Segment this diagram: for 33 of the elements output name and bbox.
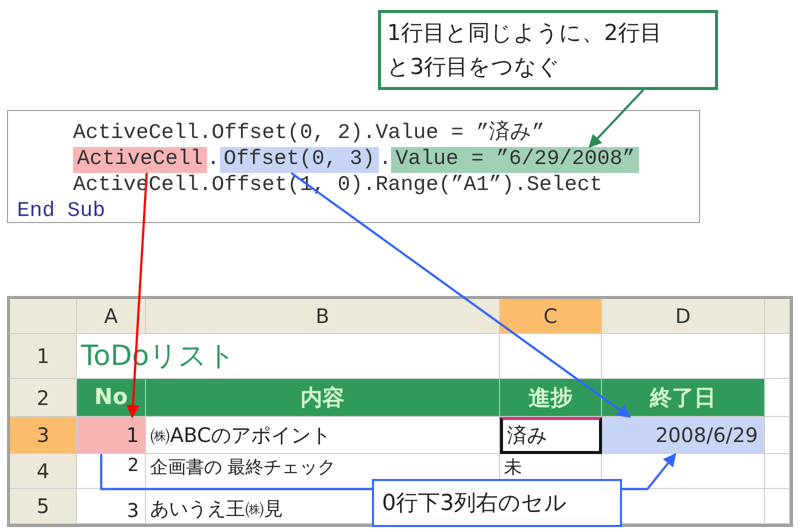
table-header-cell: 進捗 — [500, 379, 602, 417]
table-cell: 3 — [77, 489, 146, 524]
row-header: 2 — [10, 379, 77, 417]
code-line: End Sub — [17, 199, 106, 225]
arrow — [588, 89, 644, 148]
column-header: D — [602, 299, 765, 334]
arrow — [126, 172, 148, 418]
row-header: 3 — [10, 417, 77, 454]
highlighted-cell: 1 — [77, 417, 146, 454]
highlighted-code: Value = ”6/29/2008” — [391, 147, 639, 173]
table-header-cell: 内容 — [146, 379, 500, 417]
column-header: C — [500, 299, 602, 334]
row-header: 1 — [10, 334, 77, 379]
column-header: B — [146, 299, 500, 334]
highlighted-code: Offset(0, 3) — [220, 147, 379, 173]
code-line: ActiveCell.Offset(0, 2).Value = ”済み” — [73, 121, 544, 147]
table-header-cell: 終了日 — [602, 379, 765, 417]
table-cell: ㈱ABCのアポイント — [146, 417, 500, 454]
table-cell: 2 — [77, 454, 146, 489]
callout-box: 1行目と同じように、2行目と3行目をつなぐ — [378, 10, 718, 90]
row-header: 5 — [10, 489, 77, 524]
arrow — [622, 452, 676, 490]
highlighted-code: ActiveCell — [73, 147, 208, 173]
code-dot: . — [378, 147, 392, 173]
date-cell: 2008/6/29 — [602, 417, 765, 454]
table-header-cell: No — [77, 379, 146, 417]
row-header: 4 — [10, 454, 77, 489]
column-header: A — [77, 299, 146, 334]
selected-cell: 済み — [500, 417, 602, 454]
arrow — [290, 172, 631, 418]
code-panel — [7, 110, 700, 223]
code-dot: . — [207, 147, 220, 173]
callout-box: 0行下3列右のセル — [372, 479, 622, 527]
